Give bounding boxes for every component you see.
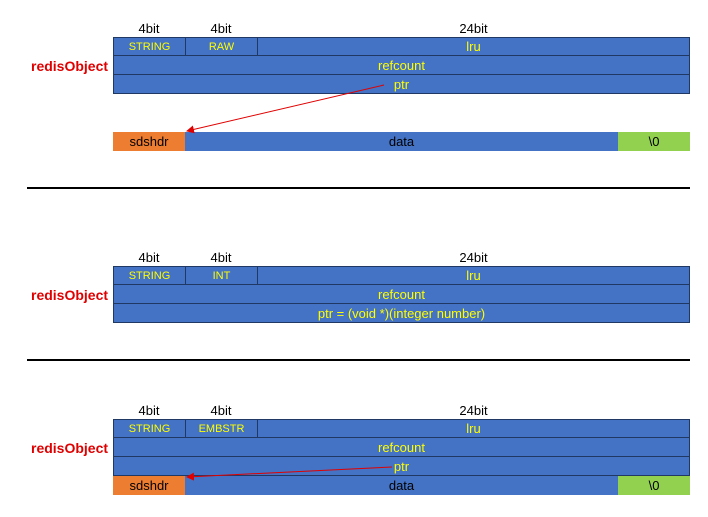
encoding-bit-label: 4bit — [210, 403, 232, 418]
type-bit-label: 4bit — [138, 403, 160, 418]
ptr-arrow — [186, 84, 385, 134]
redis-object-label: redisObject — [31, 440, 109, 456]
lru-bit-label: 24bit — [459, 250, 488, 265]
lru-bit-label: 24bit — [459, 21, 488, 36]
data-block: data — [185, 132, 618, 151]
encoding-field: RAW — [185, 37, 258, 56]
type-field: STRING — [113, 37, 186, 56]
ptr-field: ptr — [113, 456, 690, 476]
encoding-bit-label: 4bit — [210, 21, 232, 36]
ptr-field: ptr — [113, 74, 690, 94]
terminator-block: \0 — [618, 132, 690, 151]
type-bit-label: 4bit — [138, 250, 160, 265]
redis-object-label: redisObject — [31, 58, 109, 74]
encoding-bit-label: 4bit — [210, 250, 232, 265]
section-divider — [27, 359, 690, 361]
section-divider — [27, 187, 690, 189]
sdshdr-block: sdshdr — [113, 476, 185, 495]
type-field: STRING — [113, 266, 186, 285]
sdshdr-block: sdshdr — [113, 132, 185, 151]
encoding-field: EMBSTR — [185, 419, 258, 438]
terminator-block: \0 — [618, 476, 690, 495]
type-bit-label: 4bit — [138, 21, 160, 36]
ptr-field: ptr = (void *)(integer number) — [113, 303, 690, 323]
data-block: data — [185, 476, 618, 495]
lru-bit-label: 24bit — [459, 403, 488, 418]
redis-object-label: redisObject — [31, 287, 109, 303]
ptr-arrow — [186, 466, 393, 481]
